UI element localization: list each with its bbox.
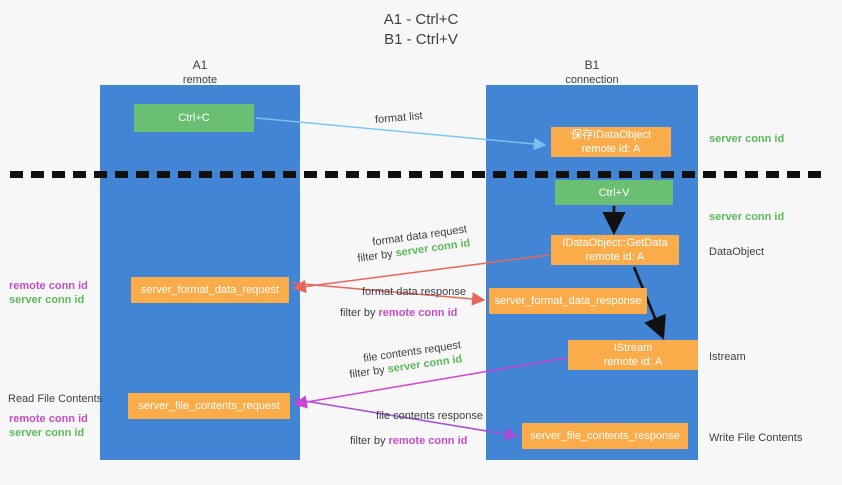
lane-header-a1: A1 remote xyxy=(100,58,300,88)
right-label-dataobject: DataObject xyxy=(709,246,765,258)
left-label-group-bottom: remote conn id server conn id xyxy=(9,412,88,440)
left-label-server-conn-id-1: server conn id xyxy=(9,294,85,306)
lane-b1-name: B1 xyxy=(584,58,600,72)
left-label-group-top: remote conn id server conn id xyxy=(9,279,88,307)
box-ctrl-v[interactable]: Ctrl+V xyxy=(555,180,673,205)
box-server-format-data-response[interactable]: server_format_data_response xyxy=(489,288,647,314)
page-title: A1 - Ctrl+C B1 - Ctrl+V xyxy=(0,10,842,50)
box-server-format-data-response-line1: server_format_data_response xyxy=(494,295,642,307)
right-label-istream: Istream xyxy=(709,351,746,363)
right-label-server-conn-id-mid: server conn id xyxy=(709,211,785,223)
lane-b1-sub: connection xyxy=(565,74,619,86)
box-idataobject-line2: remote id: A xyxy=(581,143,641,155)
box-server-file-contents-response-line1: server_file_contents_response xyxy=(530,430,680,442)
box-ctrl-v-line1: Ctrl+V xyxy=(598,186,630,199)
box-idataobject[interactable]: 保存IDataObject remote id: A xyxy=(551,127,671,157)
lane-a1-name: A1 xyxy=(192,58,208,72)
filter-value-remote-conn-id: remote conn id xyxy=(378,307,458,319)
edge-label-format-data-response: format data response xyxy=(362,286,466,298)
box-server-file-contents-request[interactable]: server_file_contents_request xyxy=(128,393,290,419)
dashed-separator xyxy=(10,171,824,178)
left-label-read-file-contents: Read File Contents xyxy=(8,393,103,405)
left-label-server-conn-id-2: server conn id xyxy=(9,427,85,439)
lane-header-b1: B1 connection xyxy=(486,58,698,88)
left-label-remote-conn-id-1: remote conn id xyxy=(9,280,88,292)
box-istream-line1: IStream xyxy=(613,342,653,354)
box-idataobject-line1: 保存IDataObject xyxy=(570,129,652,141)
box-server-file-contents-response[interactable]: server_file_contents_response xyxy=(522,423,688,449)
right-label-write-file-contents: Write File Contents xyxy=(709,432,803,444)
filter-prefix: filter by xyxy=(348,363,389,381)
title-line-2: B1 - Ctrl+V xyxy=(384,31,458,48)
filter-prefix: filter by xyxy=(340,307,379,319)
box-istream[interactable]: IStream remote id: A xyxy=(568,340,698,370)
box-ctrl-c[interactable]: Ctrl+C xyxy=(134,104,254,132)
box-ctrl-c-line1: Ctrl+C xyxy=(178,112,210,124)
edge-label-format-list: format list xyxy=(374,109,424,127)
box-getdata-line2: remote id: A xyxy=(585,251,645,263)
box-istream-line2: remote id: A xyxy=(603,356,663,368)
filter-prefix: filter by xyxy=(356,247,397,265)
box-server-format-data-request[interactable]: server_format_data_request xyxy=(131,277,289,303)
box-getdata-line1: IDataObject::GetData xyxy=(562,237,668,249)
left-label-remote-conn-id-2: remote conn id xyxy=(9,413,88,425)
filter-prefix: filter by xyxy=(350,435,389,447)
box-getdata[interactable]: IDataObject::GetData remote id: A xyxy=(551,235,679,265)
edge-label-file-contents-response: file contents response xyxy=(376,410,484,422)
box-server-format-data-request-line1: server_format_data_request xyxy=(140,284,280,296)
filter-value-remote-conn-id: remote conn id xyxy=(388,435,468,447)
title-line-1: A1 - Ctrl+C xyxy=(383,11,459,28)
edge-label-file-contents-response-filter: filter by remote conn id xyxy=(350,434,467,448)
box-server-file-contents-request-line1: server_file_contents_request xyxy=(138,400,280,412)
lane-a1-sub: remote xyxy=(182,74,218,86)
right-label-server-conn-id-top: server conn id xyxy=(709,133,785,145)
edge-label-format-data-response-filter: filter by remote conn id xyxy=(340,306,457,320)
